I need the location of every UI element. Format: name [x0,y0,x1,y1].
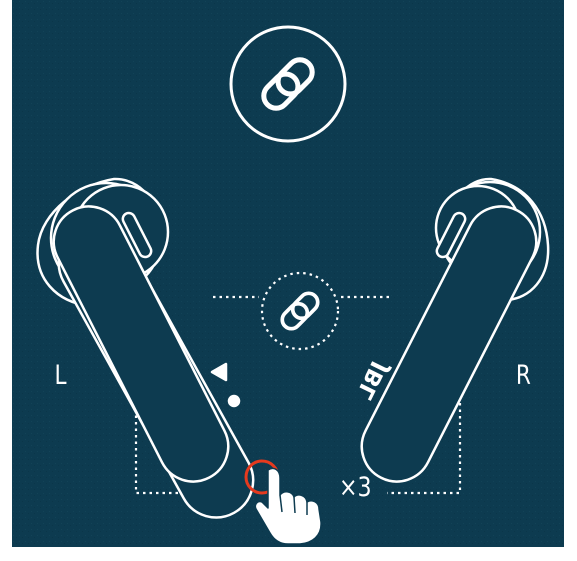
left-earbud-label: L [55,360,67,391]
illustration-canvas: JBL [12,0,564,547]
tap-count-label: ×3 [339,472,372,503]
illustration-panel: JBL L R ×3 [12,0,564,547]
right-earbud-label: R [516,360,531,391]
